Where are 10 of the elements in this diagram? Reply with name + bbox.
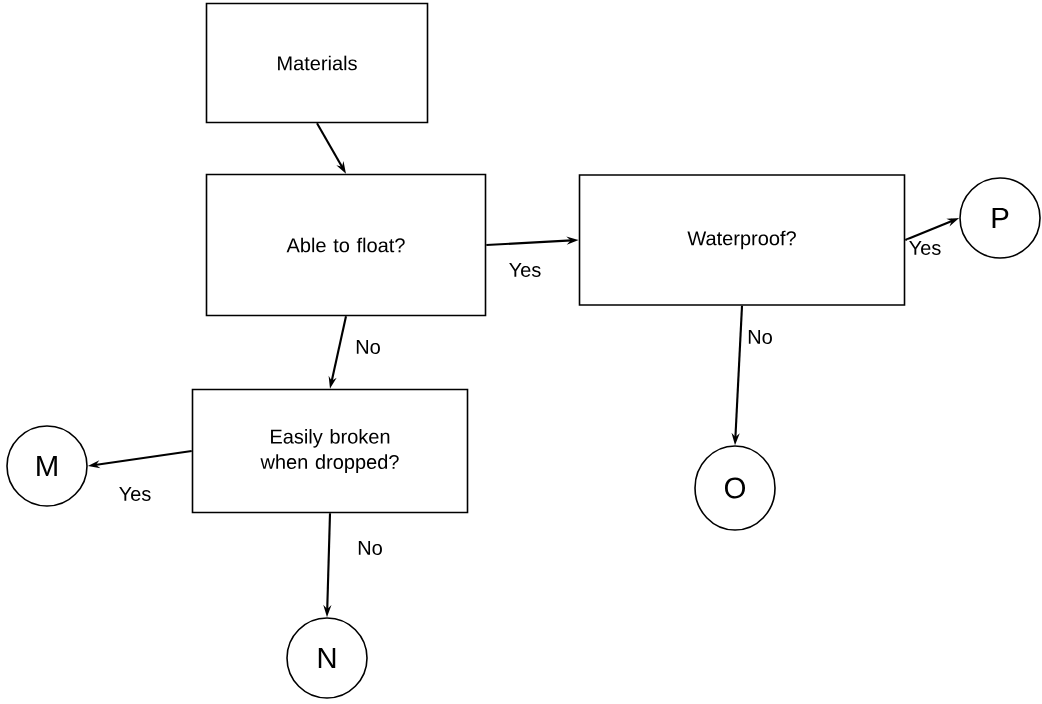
edge-label: No	[353, 338, 383, 356]
edge-label: No	[745, 328, 775, 346]
edge-label: Yes	[117, 485, 153, 503]
edge-label: Yes	[507, 261, 543, 279]
process-box: Able to float?	[205, 173, 487, 317]
process-box: Waterproof?	[578, 174, 906, 306]
edge-label: No	[355, 539, 385, 557]
edge-label: Yes	[907, 239, 943, 257]
process-box: Easily broken when dropped?	[191, 388, 469, 514]
process-box: Materials	[205, 2, 429, 124]
